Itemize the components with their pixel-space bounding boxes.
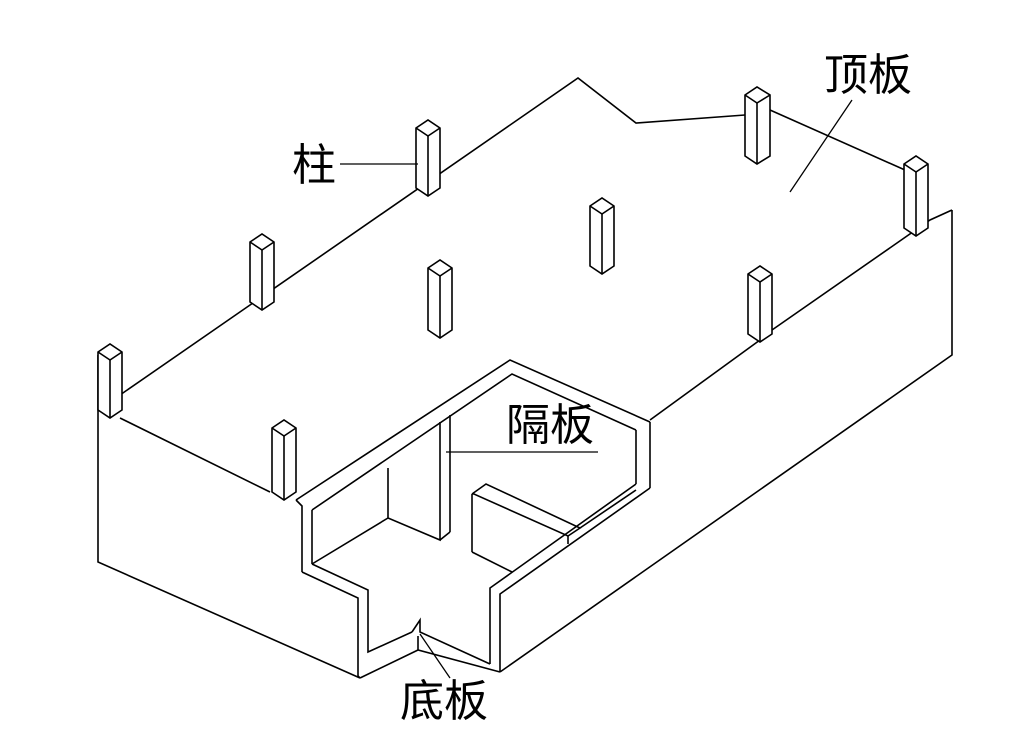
leader-base-slab: [419, 633, 451, 679]
column: [903, 155, 929, 237]
roof-front-right-edge-2: [771, 209, 953, 331]
column: [744, 86, 771, 165]
column: [427, 259, 453, 339]
outer-front-right-face: [499, 210, 953, 673]
cutaway-pit: [295, 359, 651, 679]
label-partition: 隔板: [506, 400, 594, 451]
pit-rim-inner: [311, 373, 637, 511]
column: [747, 265, 773, 343]
column: [97, 343, 123, 419]
pit-floor-left: [301, 571, 361, 679]
partition-wall-back: [387, 422, 441, 542]
base-notch-inner: [411, 617, 491, 665]
outer-box: [97, 210, 953, 679]
columns: [97, 86, 929, 501]
labels: 柱 顶板 隔板 底板: [292, 50, 912, 727]
pit-left-wall: [295, 499, 303, 572]
label-base-slab: 底板: [400, 676, 488, 727]
pit-floor-left-inner: [311, 563, 413, 654]
column: [249, 233, 275, 311]
pit-floor-right-inner: [489, 483, 637, 664]
column: [589, 197, 615, 275]
label-column: 柱: [292, 140, 336, 191]
roof-back-edge: [119, 77, 746, 396]
column: [271, 419, 297, 501]
leader-lines: [340, 99, 853, 679]
label-roof-slab: 顶板: [824, 50, 912, 101]
leader-roof-slab: [789, 99, 853, 193]
outer-top-left-edge: [119, 417, 271, 493]
pit-rim-outer: [295, 359, 651, 501]
column: [415, 119, 441, 197]
base-notch: [359, 649, 501, 679]
partition-block: [471, 483, 582, 537]
roof-slab-outline: [119, 77, 953, 421]
outer-front-left-face: [97, 355, 361, 679]
roof-right-edge: [769, 109, 906, 171]
pit-floor-right: [499, 487, 651, 672]
roof-front-right-edge: [649, 339, 761, 421]
